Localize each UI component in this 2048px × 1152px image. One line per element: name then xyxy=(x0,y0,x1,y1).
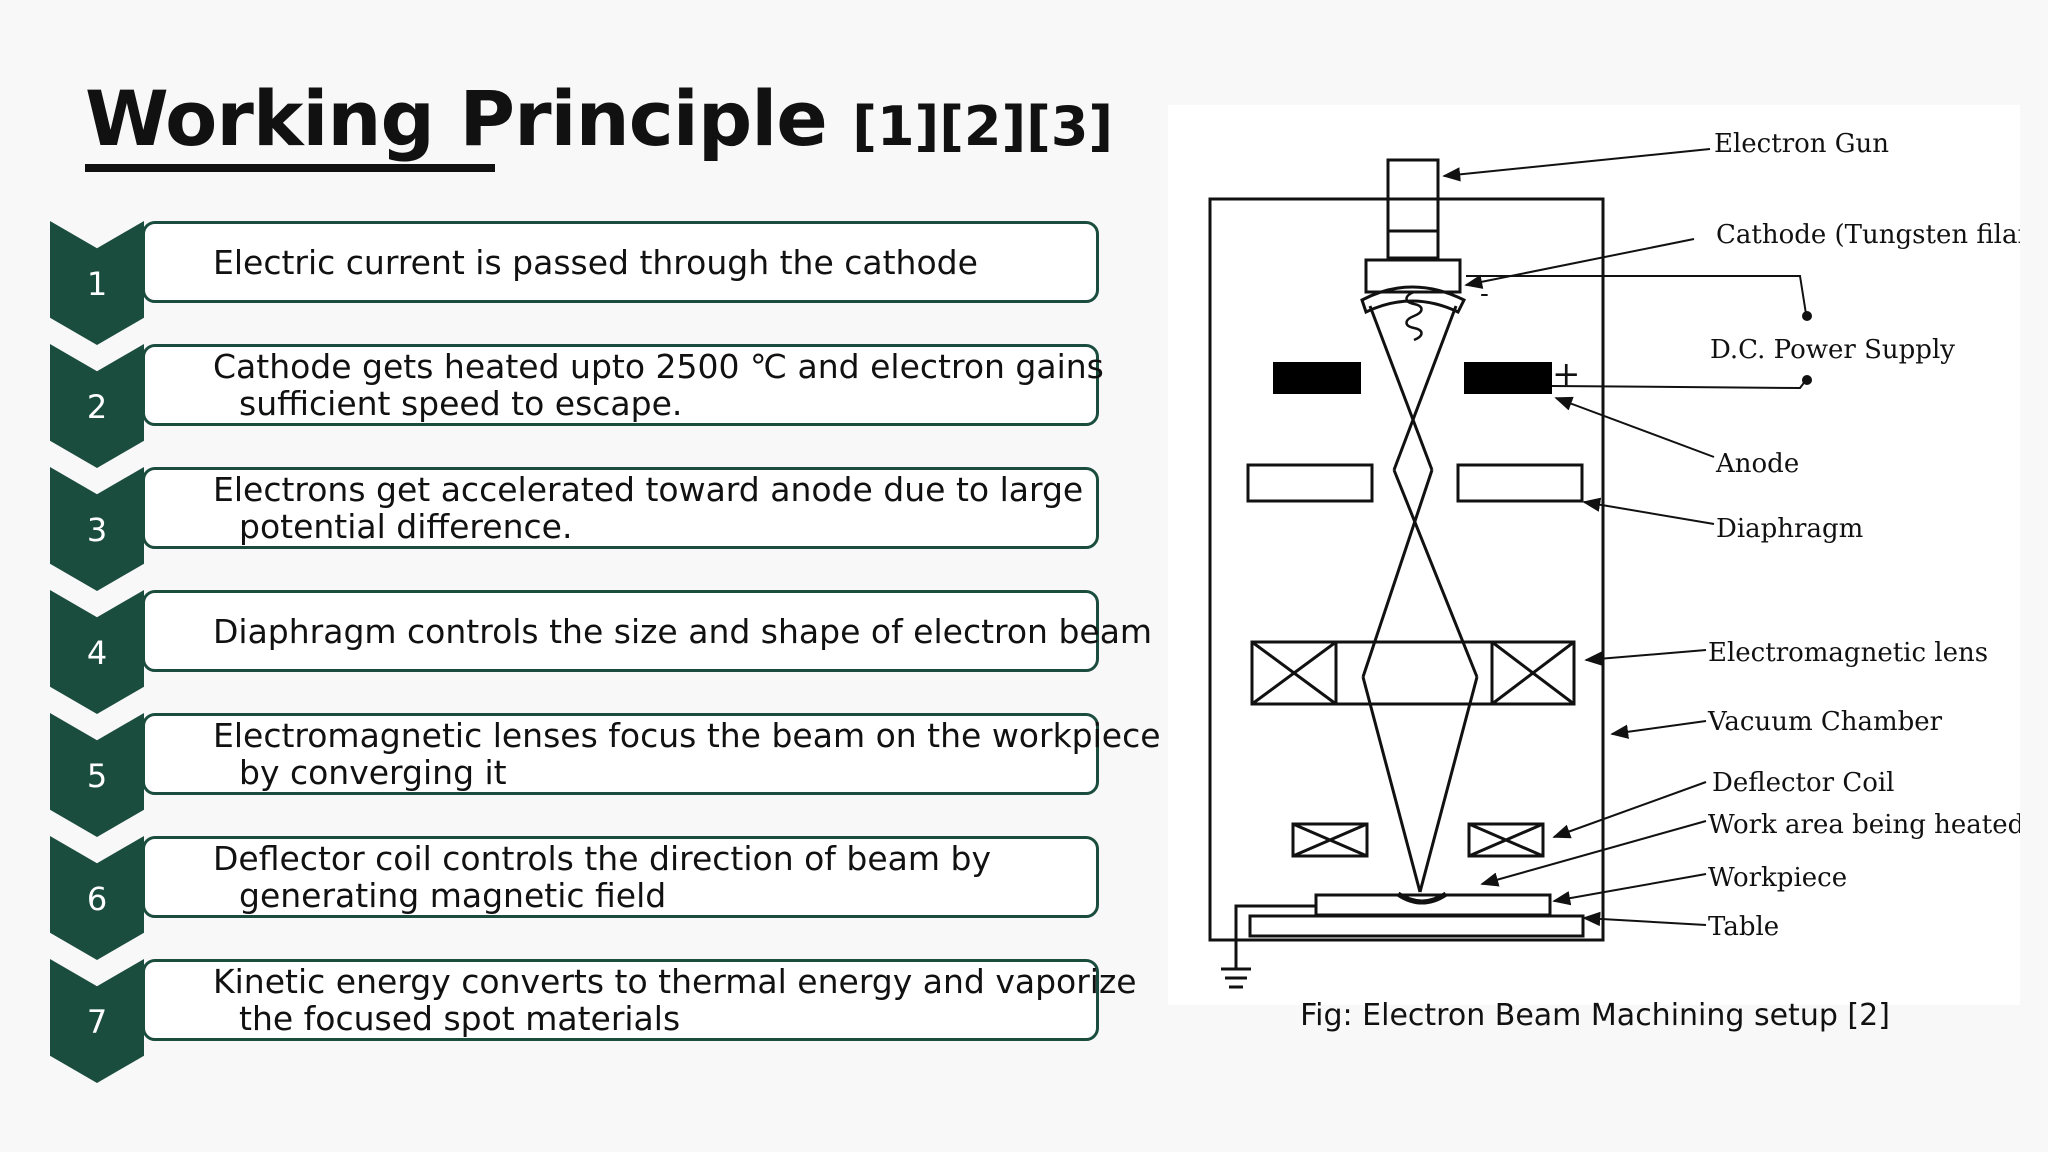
step-7: 7 Kinetic energy converts to thermal ene… xyxy=(50,959,1137,1083)
step-box xyxy=(142,713,1099,795)
label-cathode: Cathode (Tungsten filament) xyxy=(1716,220,2020,250)
step-line-1: Deflector coil controls the direction of… xyxy=(213,839,991,878)
step-box xyxy=(142,221,1099,303)
vacuum-chamber xyxy=(1208,197,1605,942)
step-text: Diaphragm controls the size and shape of… xyxy=(213,590,1153,672)
title-references: [1][2][3] xyxy=(852,95,1114,158)
title-main: Working Principle xyxy=(85,74,828,163)
step-number: 7 xyxy=(86,1003,108,1041)
step-number: 1 xyxy=(86,265,108,303)
step-text: Electromagnetic lenses focus the beam on… xyxy=(213,713,1161,795)
diagram-panel: - + Electron Gun Cathode (Tungsten filam… xyxy=(1168,105,2020,1005)
step-2: 2 Cathode gets heated upto 2500 ℃ and el… xyxy=(50,344,1104,468)
table xyxy=(1248,914,1585,938)
minus-sign: - xyxy=(1480,279,1489,309)
step-line-1: Cathode gets heated upto 2500 ℃ and elec… xyxy=(213,347,1104,386)
ground-wire xyxy=(1234,904,1316,940)
electron-gun xyxy=(1386,158,1440,260)
label-diaphragm: Diaphragm xyxy=(1716,514,1863,544)
label-electron-gun: Electron Gun xyxy=(1714,129,1889,159)
ebm-diagram: - + Electron Gun Cathode (Tungsten filam… xyxy=(1208,129,2020,989)
label-dc-supply: D.C. Power Supply xyxy=(1710,335,1955,365)
step-text: Deflector coil controls the direction of… xyxy=(213,836,1092,918)
step-text: Electric current is passed through the c… xyxy=(213,221,1092,303)
diaphragm-right xyxy=(1456,463,1584,503)
terminal-negative xyxy=(1802,311,1812,321)
step-number: 3 xyxy=(86,511,108,549)
anode-left xyxy=(1273,362,1361,394)
step-line-1: Electric current is passed through the c… xyxy=(213,242,978,282)
step-text: Cathode gets heated upto 2500 ℃ and elec… xyxy=(213,344,1104,426)
electromagnetic-lens xyxy=(1250,640,1576,706)
step-number: 4 xyxy=(86,634,108,672)
step-text: Electrons get accelerated toward anode d… xyxy=(213,467,1092,549)
deflector-coil-left xyxy=(1291,822,1369,858)
step-1: 1 Electric current is passed through the… xyxy=(50,221,1102,345)
deflector-coil-right xyxy=(1467,822,1545,858)
step-box xyxy=(142,590,1099,672)
step-line-1: Kinetic energy converts to thermal energ… xyxy=(213,962,1137,1001)
step-line-2: the focused spot materials xyxy=(239,999,681,1038)
step-5: 5 Electromagnetic lenses focus the beam … xyxy=(50,713,1161,837)
step-box xyxy=(142,959,1099,1041)
label-vacuum-chamber: Vacuum Chamber xyxy=(1707,707,1943,737)
power-wire-positive xyxy=(1551,379,1807,390)
step-line-2: by converging it xyxy=(239,753,507,792)
step-line-2: generating magnetic field xyxy=(239,876,667,915)
tungsten-filament xyxy=(1405,290,1423,342)
step-box xyxy=(142,836,1099,918)
step-box xyxy=(142,467,1099,549)
label-anode: Anode xyxy=(1715,449,1799,479)
cathode-cup xyxy=(1364,258,1462,294)
step-line-2: sufficient speed to escape. xyxy=(239,384,683,423)
step-line-2: potential difference. xyxy=(239,507,573,546)
diaphragm-left xyxy=(1246,463,1374,503)
label-deflector-coil: Deflector Coil xyxy=(1712,768,1895,798)
plus-sign: + xyxy=(1552,354,1581,394)
electron-beam xyxy=(1368,305,1434,471)
power-wire-negative xyxy=(1466,275,1807,315)
terminal-positive xyxy=(1802,375,1812,385)
label-em-lens: Electromagnetic lens xyxy=(1708,638,1988,668)
label-workpiece: Workpiece xyxy=(1708,863,1847,893)
title-underline xyxy=(85,164,495,172)
step-4: 4 Diaphragm controls the size and shape … xyxy=(50,590,1153,714)
step-number: 6 xyxy=(86,880,108,918)
step-line-1: Electromagnetic lenses focus the beam on… xyxy=(213,716,1161,755)
anode-right xyxy=(1464,362,1552,394)
step-text: Kinetic energy converts to thermal energ… xyxy=(213,959,1137,1041)
page-title: Working Principle [1][2][3] xyxy=(85,75,1113,162)
step-line-1: Electrons get accelerated toward anode d… xyxy=(213,470,1084,509)
figure-caption: Fig: Electron Beam Machining setup [2] xyxy=(1300,998,1890,1033)
step-line-1: Diaphragm controls the size and shape of… xyxy=(213,611,1153,651)
step-3: 3 Electrons get accelerated toward anode… xyxy=(50,467,1102,591)
label-table: Table xyxy=(1708,912,1779,942)
label-work-area: Work area being heated xyxy=(1708,810,2020,840)
step-number: 2 xyxy=(86,388,108,426)
step-box xyxy=(142,344,1099,426)
step-6: 6 Deflector coil controls the direction … xyxy=(50,836,1102,960)
work-area xyxy=(1396,891,1448,905)
step-number: 5 xyxy=(86,757,108,795)
